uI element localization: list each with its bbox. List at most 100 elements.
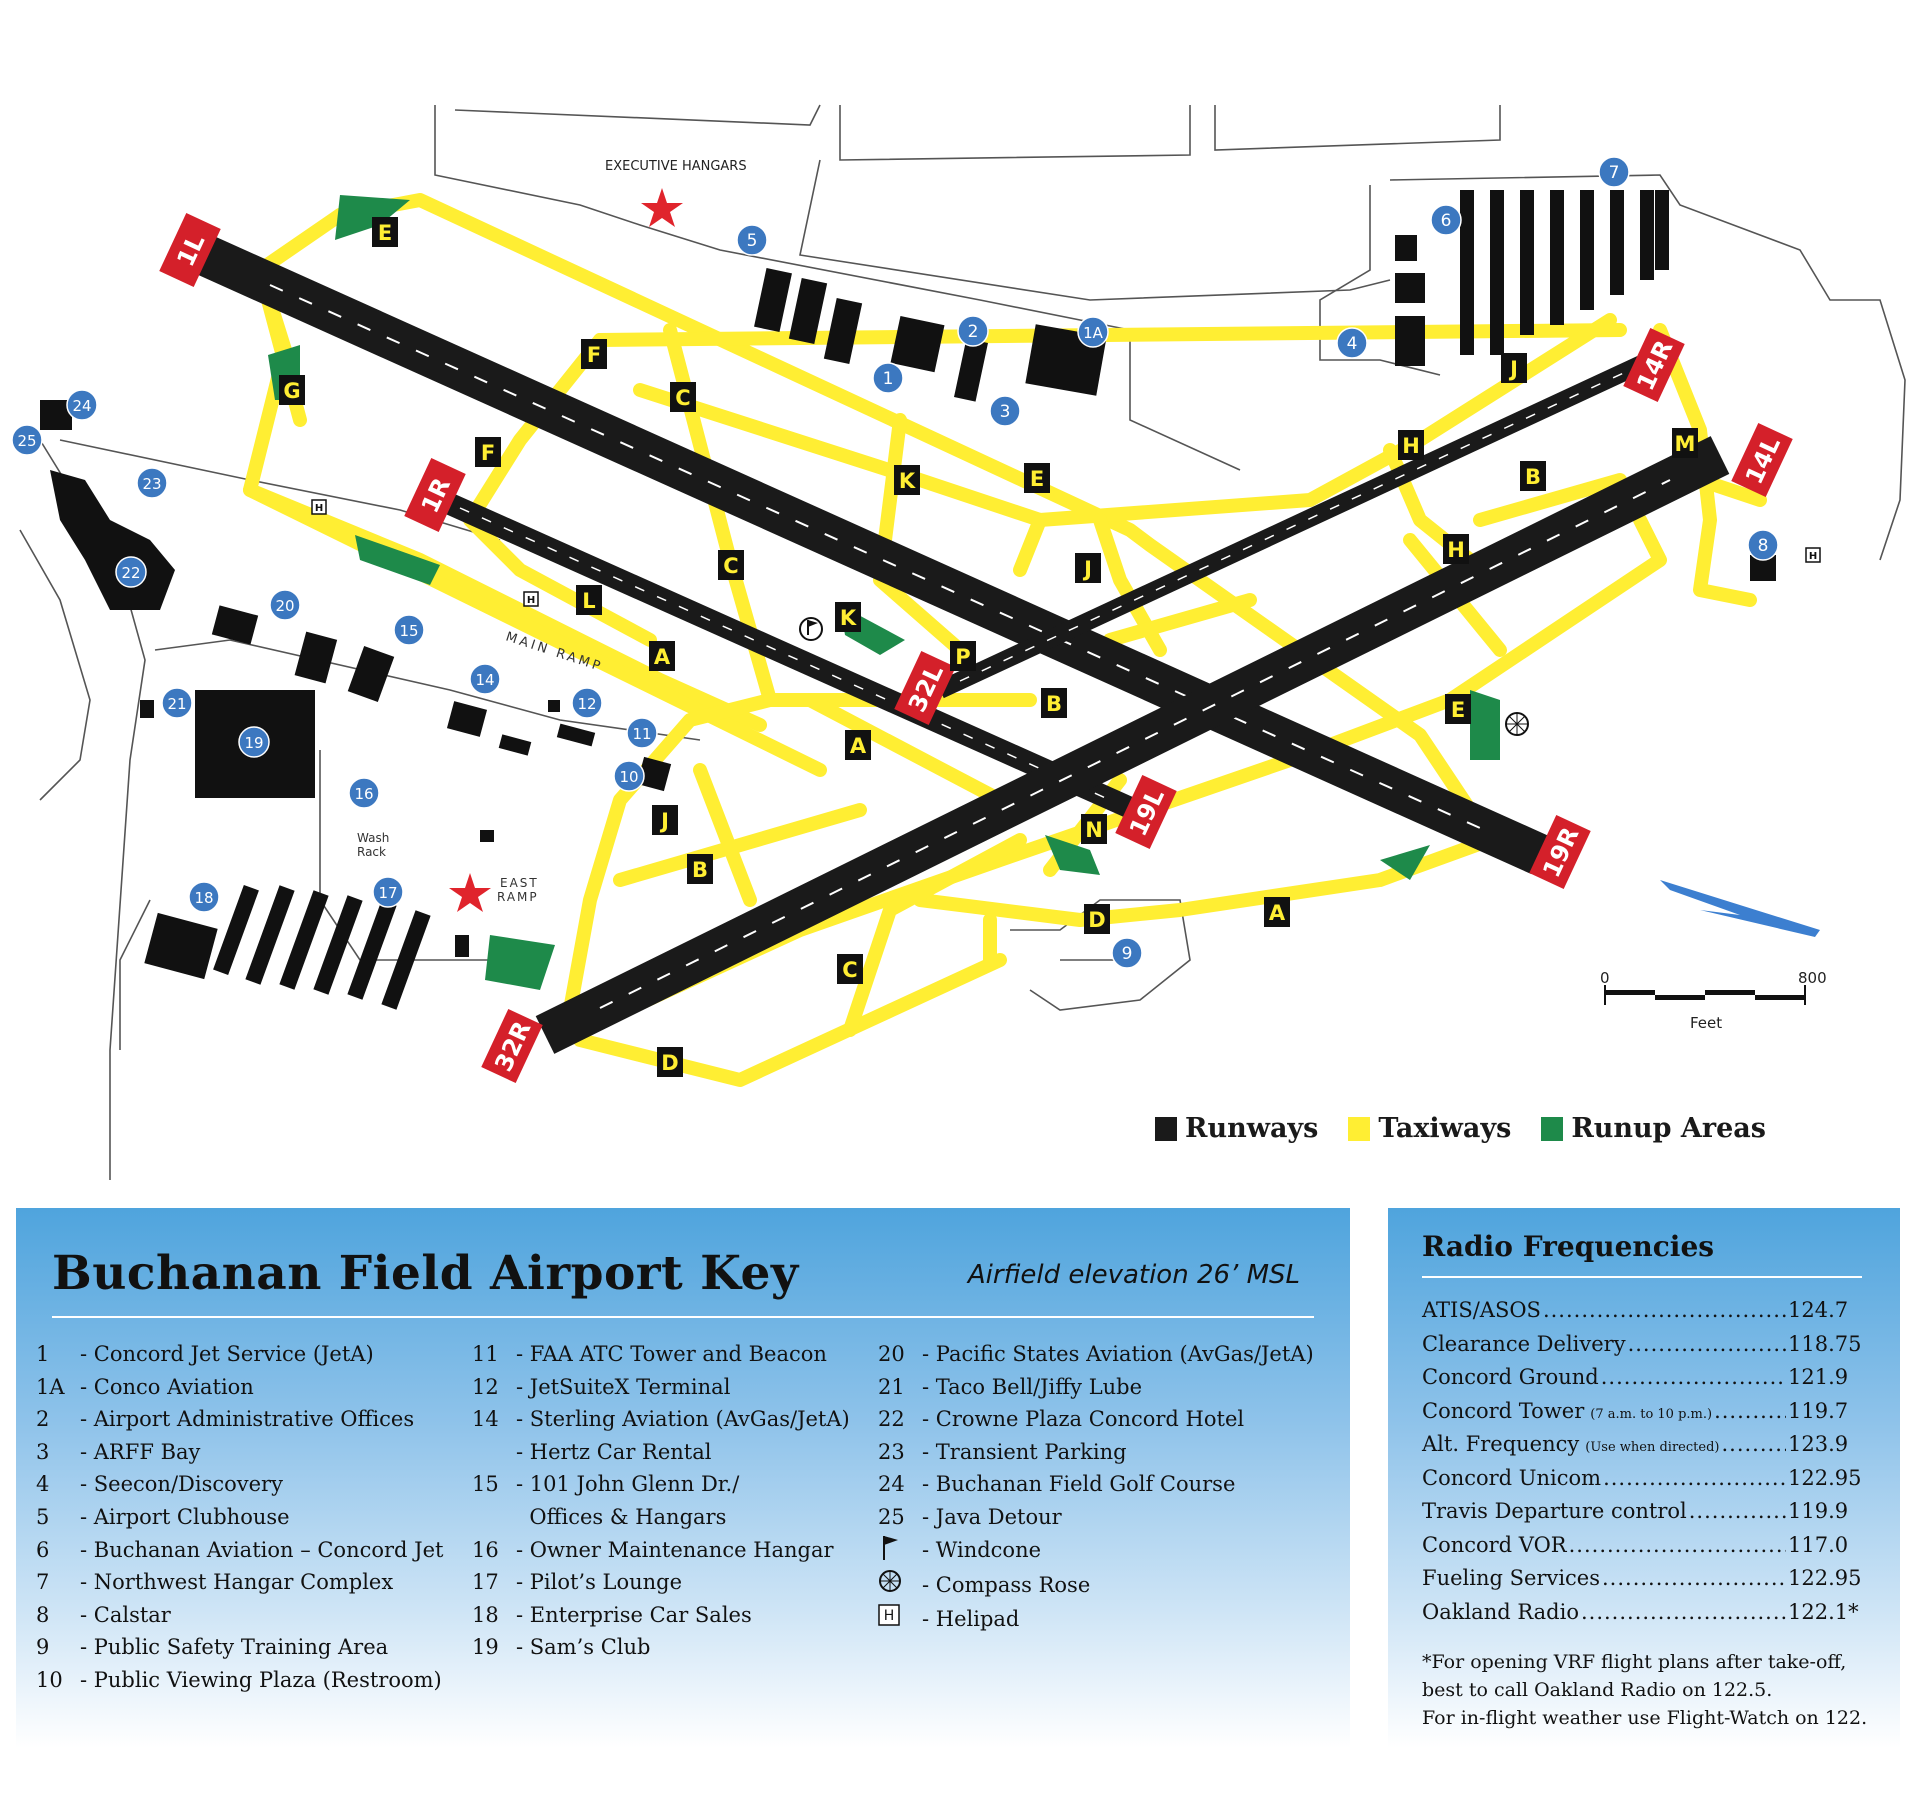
frequency-name-text: Alt. Frequency <box>1422 1432 1580 1456</box>
runway-swatch-icon <box>1155 1116 1177 1141</box>
key-entry-label: - Concord Jet Service (JetA) <box>80 1342 374 1366</box>
frequency-value: 122.95 <box>1788 1566 1862 1590</box>
runway-1l-19r <box>196 235 1549 875</box>
key-entry-label: - Pacific States Aviation (AvGas/JetA) <box>922 1342 1314 1366</box>
facility-badge-22: 22 <box>115 556 147 588</box>
taxiway-sign-c: C <box>718 550 744 580</box>
frequency-value: 119.7 <box>1788 1398 1849 1423</box>
facility-badge-25: 25 <box>11 424 43 456</box>
key-entry-label: - Enterprise Car Sales <box>516 1602 752 1627</box>
key-entry: Offices & Hangars <box>472 1501 850 1534</box>
key-entry-number: 25 <box>878 1504 905 1529</box>
map-legend: Runways Taxiways Runup Areas <box>1155 1113 1766 1144</box>
frequency-name: Clearance Delivery <box>1422 1332 1626 1356</box>
taxiway-sign-j: J <box>1501 353 1527 383</box>
frequency-name: Concord Ground <box>1422 1365 1599 1389</box>
facility-badges: 11A2345678910111214151617181920212223242… <box>11 156 1779 969</box>
key-entry-label: - Taco Bell/Jiffy Lube <box>922 1374 1143 1399</box>
frequency-row: Concord VOR117.0 <box>1422 1533 1862 1567</box>
area-label-wash-rack-2: Rack <box>357 845 386 859</box>
key-entry-number <box>472 1436 516 1469</box>
key-entry-number: 22 <box>878 1407 905 1432</box>
key-entry: 4- Seecon/Discovery <box>36 1468 443 1501</box>
svg-text:8: 8 <box>1758 536 1769 556</box>
frequency-value: 124.7 <box>1788 1298 1849 1322</box>
area-label-east-ramp-1: EAST <box>500 876 539 890</box>
key-symbol-entry: - Compass Rose <box>878 1569 1314 1603</box>
svg-text:21: 21 <box>167 695 186 713</box>
frequency-name: Oakland Radio <box>1422 1600 1579 1624</box>
key-entry-label: - Conco Aviation <box>80 1374 254 1399</box>
key-entry-number: 20 <box>878 1342 905 1366</box>
frequency-name-text: Oakland Radio <box>1422 1599 1579 1624</box>
runup-swatch-icon <box>1541 1116 1564 1141</box>
legend-taxiways-label: Taxiways <box>1378 1113 1512 1144</box>
frequency-row: Concord Tower(7 a.m. to 10 p.m.)119.7 <box>1422 1399 1862 1433</box>
taxiway-sign-b: B <box>687 854 713 884</box>
svg-text:16: 16 <box>354 785 373 803</box>
frequency-name-text: ATIS/ASOS <box>1422 1298 1541 1322</box>
facility-badge-16: 16 <box>348 777 380 809</box>
taxiway-sign-f: F <box>475 437 501 467</box>
area-label-wash-rack-1: Wash <box>357 831 389 845</box>
svg-text:11: 11 <box>632 725 651 743</box>
taxiway-sign-a: A <box>845 730 871 760</box>
key-entry: 17- Pilot’s Lounge <box>472 1566 850 1599</box>
area-label-east-ramp-2: RAMP <box>497 890 539 904</box>
facility-badge-7: 7 <box>1598 156 1630 188</box>
facility-badge-17: 17 <box>372 876 404 908</box>
svg-text:L: L <box>582 589 595 613</box>
key-entry: 1- Concord Jet Service (JetA) <box>36 1338 443 1371</box>
svg-text:C: C <box>675 386 690 410</box>
key-column-2: 11- FAA ATC Tower and Beacon 12 - JetSuite… <box>472 1338 850 1664</box>
key-entry: 5- Airport Clubhouse <box>36 1501 443 1534</box>
svg-text:6: 6 <box>1441 211 1452 231</box>
facility-badge-8: 8 <box>1747 529 1779 561</box>
key-entry: 11- FAA ATC Tower and Beacon <box>472 1338 850 1371</box>
key-entry-number: 3 <box>36 1439 50 1464</box>
taxiway-swatch-icon <box>1348 1116 1371 1141</box>
svg-text:3: 3 <box>1000 402 1011 422</box>
taxiway-sign-m: M <box>1672 428 1698 458</box>
taxiway-sign-n: N <box>1081 814 1107 844</box>
key-entry-number: 23 <box>878 1439 905 1464</box>
key-entry-number: 12 <box>472 1374 499 1399</box>
key-entry-number: 9 <box>36 1635 50 1660</box>
key-title: Buchanan Field Airport Key <box>52 1246 799 1301</box>
key-entry: 19- Sam’s Club <box>472 1631 850 1664</box>
key-entry-number: 5 <box>36 1504 50 1529</box>
star-icon <box>641 188 683 227</box>
facility-badge-10: 10 <box>613 760 645 792</box>
key-entry-number: 7 <box>36 1570 50 1595</box>
key-entry-number: 21 <box>878 1374 905 1399</box>
taxiway-sign-f: F <box>581 339 607 369</box>
key-entry-label: - Crowne Plaza Concord Hotel <box>922 1407 1245 1432</box>
key-entry-number: 8 <box>36 1602 50 1627</box>
key-entry-label: - JetSuiteX Terminal <box>516 1374 731 1399</box>
svg-text:K: K <box>840 606 857 630</box>
svg-text:H: H <box>527 595 535 606</box>
facility-badge-15: 15 <box>393 614 425 646</box>
taxiway-sign-a: A <box>649 641 675 671</box>
key-entry-label: - Airport Administrative Offices <box>80 1407 415 1432</box>
svg-text:23: 23 <box>142 475 161 493</box>
frequency-name: Travis Departure control <box>1422 1499 1687 1523</box>
frequency-value: 123.9 <box>1788 1432 1849 1456</box>
frequency-value: 122.95 <box>1788 1465 1862 1490</box>
svg-text:H: H <box>315 503 323 514</box>
key-entry: - Hertz Car Rental <box>472 1436 850 1469</box>
svg-text:1: 1 <box>883 369 894 389</box>
key-symbol-label: - Compass Rose <box>922 1573 1091 1598</box>
taxiway-sign-j: J <box>1075 553 1101 583</box>
svg-text:F: F <box>481 441 495 465</box>
scale-unit-label: Feet <box>1690 1014 1722 1032</box>
dot-leader <box>1601 1365 1786 1389</box>
key-entry: 12 - JetSuiteX Terminal <box>472 1371 850 1404</box>
frequency-value: 121.9 <box>1788 1365 1849 1389</box>
key-entry-label: - Pilot’s Lounge <box>516 1570 683 1595</box>
key-entry-number: 6 <box>36 1537 50 1562</box>
facility-badge-19: 19 <box>238 726 270 758</box>
dot-leader <box>1721 1432 1786 1456</box>
key-entry-label: - Public Safety Training Area <box>80 1635 389 1660</box>
